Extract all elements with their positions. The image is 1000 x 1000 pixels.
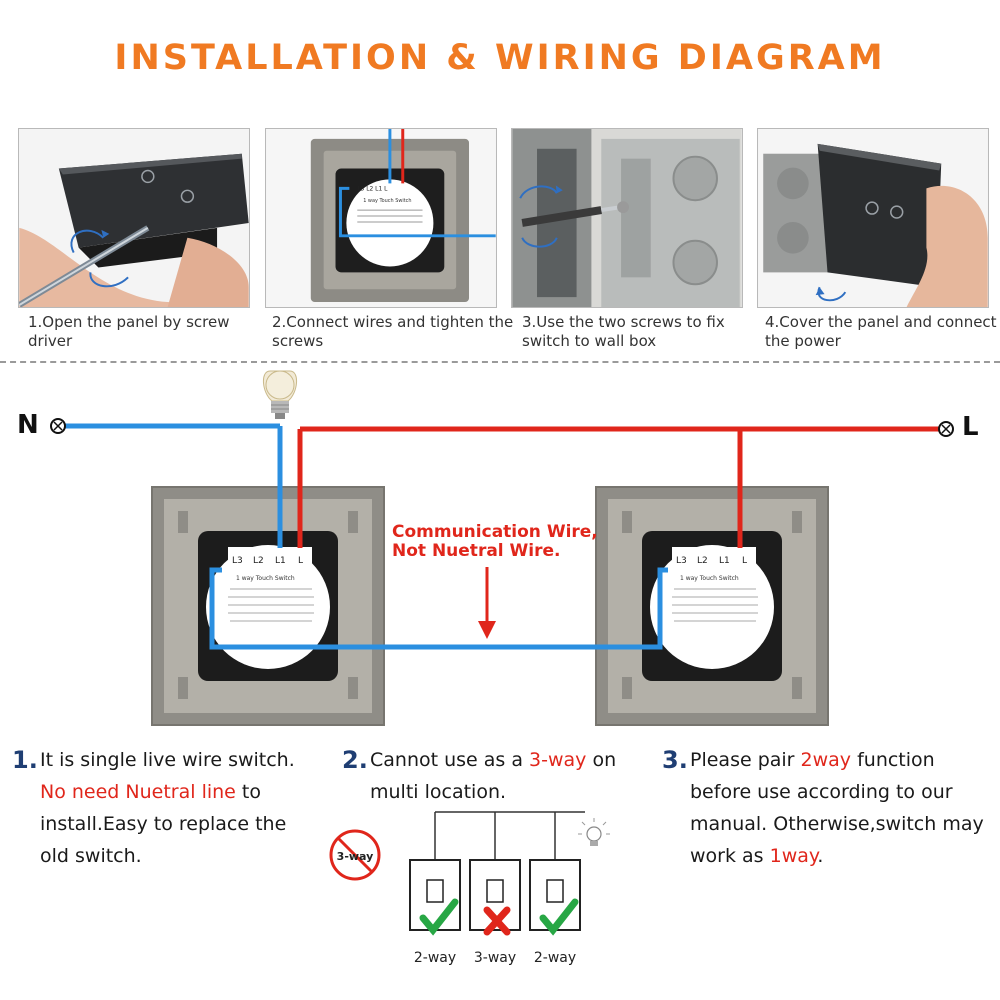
right-module-title: 1 way Touch Switch	[680, 575, 739, 582]
left-module-title: 1 way Touch Switch	[236, 575, 295, 582]
step-1-caption: 1.Open the panel by screw driver	[28, 313, 230, 350]
step-3-caption: 3.Use the two screws to fix switch to wa…	[522, 313, 725, 350]
cross-icon	[483, 906, 511, 936]
note-3: 3. Please pair 2way function before use …	[662, 744, 997, 872]
right-terminal-l: L	[742, 556, 747, 566]
left-terminal-l2: L2	[253, 556, 264, 566]
switch-2-label: 3-way	[474, 950, 516, 966]
comm-wire-label-line1: Communication Wire,	[392, 522, 598, 542]
note-3-highlight-a: 2way	[800, 749, 852, 771]
note-2: 2. Cannot use as a 3-way on multi locati…	[342, 744, 642, 808]
page-title: INSTALLATION & WIRING DIAGRAM	[114, 38, 886, 78]
live-wire	[297, 426, 940, 548]
note-1-text-b: to install.Easy to replace the old switc…	[40, 781, 287, 867]
switch-2	[469, 859, 521, 936]
note-2-number: 2.	[342, 746, 368, 774]
note-3-highlight-b: 1way	[769, 845, 818, 867]
svg-text:1 way Touch Switch: 1 way Touch Switch	[363, 198, 411, 204]
switch-1	[409, 859, 461, 936]
no-three-way-badge-icon: 3-way	[329, 829, 381, 881]
left-terminal-l3: L3	[232, 556, 243, 566]
small-bulb-icon	[578, 818, 610, 846]
svg-text:L3 L2 L1 L: L3 L2 L1 L	[357, 185, 388, 192]
left-terminal-l1: L1	[275, 556, 286, 566]
switch-1-label: 2-way	[414, 950, 456, 966]
step-1-image	[18, 128, 250, 308]
note-1-highlight: No need Nuetral line	[40, 781, 236, 803]
step-4-caption: 4.Cover the panel and connect the power	[765, 313, 997, 350]
note-2-text-b: on multi location.	[370, 749, 617, 803]
three-way-wiring	[434, 811, 585, 860]
comm-wire-label-line2: Not Nuetral Wire.	[392, 541, 561, 561]
check-icon	[539, 898, 579, 936]
switch-3	[529, 859, 581, 936]
left-switch-box: L3 L2 L1 L 1 way Touch Switch	[151, 486, 385, 726]
note-3-number: 3.	[662, 746, 688, 774]
neutral-label: N	[17, 410, 39, 440]
neutral-terminal-icon	[50, 418, 66, 434]
down-arrow-icon	[478, 567, 496, 639]
left-terminal-l: L	[298, 556, 303, 566]
right-terminal-l3: L3	[676, 556, 687, 566]
badge-label: 3-way	[337, 850, 374, 863]
wiring-diagram: L3 L2 L1 L 1 way Touch Switch L3 L2 L1 L…	[17, 370, 979, 726]
note-1-number: 1.	[12, 746, 38, 774]
neutral-wire	[65, 423, 283, 548]
step-2-image: L3 L2 L1 L 1 way Touch Switch	[265, 128, 497, 308]
note-3-text-a: Please pair	[690, 749, 801, 771]
right-switch-box: L3 L2 L1 L 1 way Touch Switch	[595, 486, 829, 726]
right-terminal-l1: L1	[719, 556, 730, 566]
live-terminal-icon	[938, 421, 954, 437]
note-2-highlight: 3-way	[529, 749, 587, 771]
section-divider	[0, 361, 1000, 363]
step-4-image	[757, 128, 989, 308]
note-1: 1. It is single live wire switch. No nee…	[12, 744, 312, 872]
step-3-image	[511, 128, 743, 308]
live-label: L	[962, 412, 979, 442]
switch-3-label: 2-way	[534, 950, 576, 966]
check-icon	[419, 898, 459, 936]
right-terminal-l2: L2	[697, 556, 708, 566]
note-2-text-a: Cannot use as a	[370, 749, 530, 771]
step-2-caption: 2.Connect wires and tighten the screws	[272, 313, 514, 350]
light-bulb-icon	[263, 370, 297, 419]
three-way-figure: 3-way 2-way 3-way 2-way	[329, 811, 610, 966]
note-3-text-b: function before use according to our man…	[690, 749, 984, 867]
note-3-text-c: .	[817, 845, 824, 867]
note-1-text-a: It is single live wire switch.	[40, 749, 295, 771]
communication-wire	[209, 567, 668, 650]
